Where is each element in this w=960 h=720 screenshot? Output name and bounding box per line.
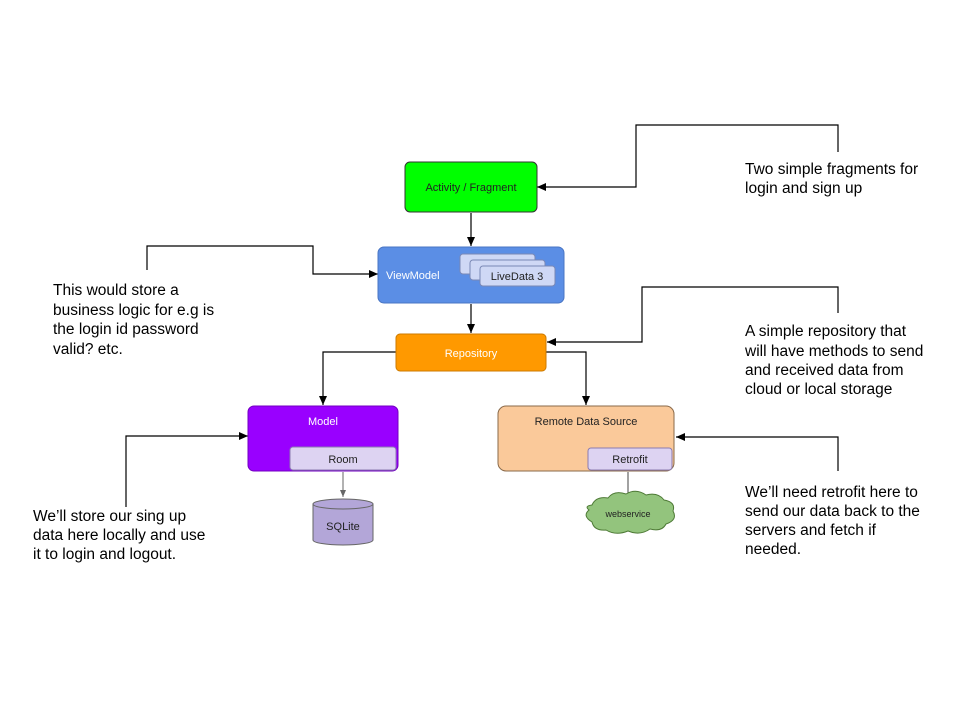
repository-to-model-arrow [319,351,396,405]
livedata-stack: LiveData 3 [459,253,556,287]
model-note-line: it to login and logout. [33,546,176,563]
model-note-line: data here locally and use [33,527,205,544]
repository-to-remote-arrow [546,351,590,405]
viewmodel-note: This would store a business logic for e.… [53,282,214,358]
fragments-note-line: Two simple fragments for [745,161,918,178]
sqlite-label: SQLite [326,521,360,533]
retrofit-label: Retrofit [612,454,647,466]
activity-fragment-box[interactable]: Activity / Fragment [404,161,538,213]
retrofit-note-line: needed. [745,541,801,558]
retrofit-note-line: send our data back to the [745,503,920,520]
retrofit-note-line: We’ll need retrofit here to [745,484,918,501]
repository-note: A simple repository that will have metho… [744,323,923,398]
repository-note-line: cloud or local storage [745,381,892,398]
remote-data-source-label: Remote Data Source [535,416,638,428]
model-note: We’ll store our sing up data here locall… [33,508,205,563]
fragments-note-line: login and sign up [745,180,862,197]
webservice-label: webservice [604,509,650,519]
viewmodel-note-line: the login id password [53,321,199,338]
model-note-line: We’ll store our sing up [33,508,186,525]
viewmodel-note-leader [146,245,378,278]
retrofit-note: We’ll need retrofit here to send our dat… [745,484,920,558]
model-note-leader [125,432,248,507]
repository-label: Repository [445,348,498,360]
viewmodel-label: ViewModel [386,270,440,282]
model-label: Model [308,416,338,428]
viewmodel-note-line: valid? etc. [53,341,123,358]
viewmodel-note-line: business logic for e.g is [53,302,214,319]
retrofit-note-leader [676,433,839,471]
retrofit-box: Retrofit [587,447,673,471]
livedata-label: LiveData 3 [491,271,544,283]
repository-note-line: A simple repository that [745,323,907,340]
retrofit-note-line: servers and fetch if [745,522,877,539]
webservice-cloud: webservice [585,490,675,534]
fragments-note: Two simple fragments for login and sign … [745,161,918,197]
activity-fragment-label: Activity / Fragment [425,182,516,194]
repository-note-line: will have methods to send [744,343,923,360]
viewmodel-note-line: This would store a [53,282,179,299]
sqlite-database: SQLite [312,498,374,546]
repository-box[interactable]: Repository [395,333,547,372]
repository-note-line: and received data from [745,362,904,379]
room-box: Room [289,446,397,471]
repository-note-leader [547,286,839,346]
room-label: Room [328,454,357,466]
fragments-note-leader [537,124,839,191]
